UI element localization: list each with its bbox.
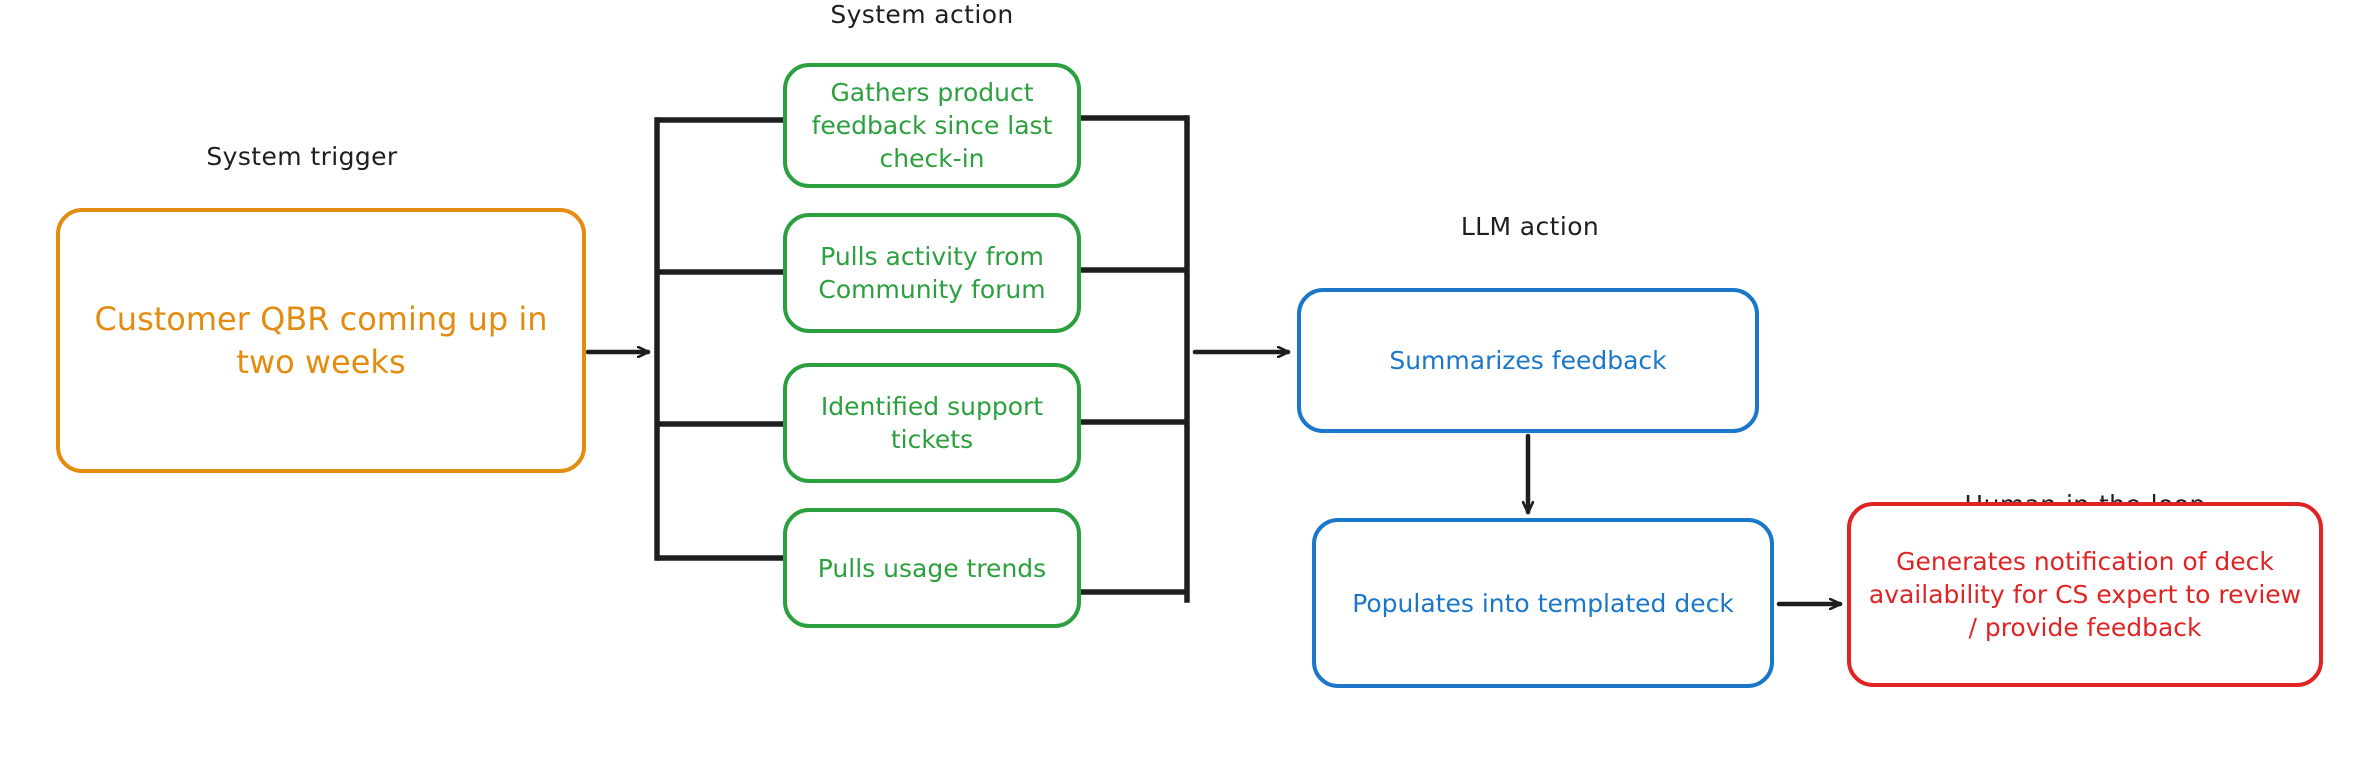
group-label-llm-action: LLM action	[1460, 212, 1600, 241]
node-llm-summarizes-feedback-label: Summarizes feedback	[1389, 346, 1667, 375]
node-action-usage-trends-label: Pulls usage trends	[817, 553, 1047, 583]
node-action-community-forum[interactable]: Pulls activity from Community forum	[783, 213, 1081, 333]
node-action-community-forum-label: Pulls activity from Community forum	[818, 242, 1046, 304]
group-label-system-trigger: System trigger	[206, 142, 398, 171]
node-trigger-qbr-label: Customer QBR coming up in two weeks	[94, 300, 548, 381]
node-action-gather-feedback[interactable]: Gathers product feedback since last chec…	[783, 63, 1081, 188]
node-llm-summarizes-feedback[interactable]: Summarizes feedback	[1297, 288, 1759, 433]
node-action-usage-trends[interactable]: Pulls usage trends	[783, 508, 1081, 628]
node-action-support-tickets[interactable]: Identified support tickets	[783, 363, 1081, 483]
node-trigger-qbr[interactable]: Customer QBR coming up in two weeks	[56, 208, 586, 473]
connector-fanout-bracket-left	[654, 117, 786, 561]
node-action-gather-feedback-label: Gathers product feedback since last chec…	[811, 78, 1053, 173]
node-llm-populates-deck-label: Populates into templated deck	[1352, 588, 1734, 618]
node-action-support-tickets-label: Identified support tickets	[820, 392, 1044, 454]
connector-fanin-bracket-right	[1063, 115, 1190, 603]
node-human-review-deck-label: Generates notification of deck availabil…	[1868, 547, 2302, 642]
node-human-review-deck[interactable]: Generates notification of deck availabil…	[1847, 502, 2323, 687]
node-llm-populates-deck[interactable]: Populates into templated deck	[1312, 518, 1774, 688]
group-label-system-action: System action	[830, 0, 1014, 29]
